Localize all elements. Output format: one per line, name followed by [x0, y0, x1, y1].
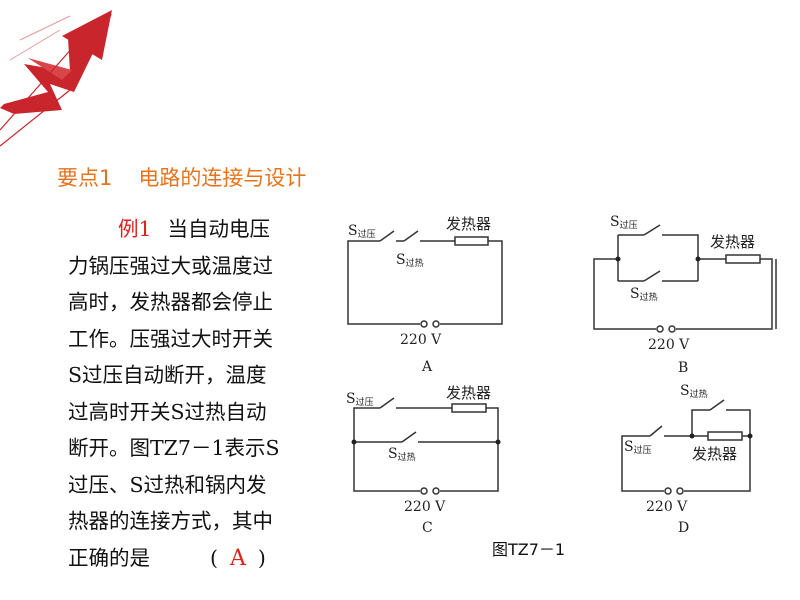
question-line: 过高时开关S过热自动: [68, 399, 267, 424]
option-label: D: [678, 520, 689, 535]
circuit-diagrams: S过压 S过热 发热器 220 V A S过压 S过热 发热器 220 V B …: [346, 214, 777, 535]
voltage-label: 220 V: [400, 332, 442, 348]
circuit-d: [621, 399, 751, 495]
question-line: 正确的是: [68, 545, 150, 570]
section-label: 要点1: [57, 166, 113, 190]
option-label: C: [422, 520, 433, 535]
question-line: S过压自动断开，温度: [68, 363, 267, 387]
svg-text:S过热: S过热: [630, 286, 658, 303]
circuit-b: [593, 224, 777, 333]
svg-text:S过热: S过热: [388, 446, 416, 463]
question-line: 断开。图TZ7－1表示S: [68, 436, 280, 460]
voltage-label: 220 V: [646, 499, 688, 515]
answer-brackets: (A): [210, 545, 266, 571]
option-label: B: [678, 360, 688, 376]
section-heading: 电路的连接与设计: [138, 166, 307, 190]
figure-caption: 图TZ7－1: [492, 540, 566, 559]
circuit-a: [347, 230, 503, 328]
voltage-label: 220 V: [404, 499, 446, 515]
question-line: 当自动电压: [167, 217, 271, 241]
svg-text:S过压: S过压: [346, 391, 374, 408]
svg-text:S过压: S过压: [624, 439, 652, 456]
svg-text:S过压: S过压: [610, 214, 638, 231]
circuit-c: [353, 397, 499, 495]
question-line: 工作。压强过大时开关: [68, 326, 273, 351]
answer-value: A: [230, 545, 246, 571]
svg-text:S过热: S过热: [396, 252, 424, 269]
section-title: 要点1 电路的连接与设计: [57, 162, 306, 192]
heater-label: 发热器: [710, 233, 755, 251]
option-label: A: [421, 359, 433, 375]
question-line: 热器的连接方式，其中: [68, 509, 273, 533]
heater-label: 发热器: [692, 445, 737, 463]
heater-label: 发热器: [446, 384, 491, 402]
example-label: 例1: [118, 217, 152, 241]
voltage-label: 220 V: [648, 337, 690, 353]
arrow-logo-icon: [0, 10, 112, 147]
svg-text:S过压: S过压: [348, 223, 376, 240]
question-line: 力锅压强过大或温度过: [68, 253, 273, 278]
svg-text:S过热: S过热: [680, 383, 708, 400]
heater-label: 发热器: [446, 215, 491, 233]
question-text: 例1 当自动电压 力锅压强过大或温度过 高时，发热器都会停止 工作。压强过大时开关…: [68, 211, 318, 576]
question-line: 高时，发热器都会停止: [68, 290, 273, 314]
question-line: 过压、S过热和锅内发: [68, 472, 267, 497]
